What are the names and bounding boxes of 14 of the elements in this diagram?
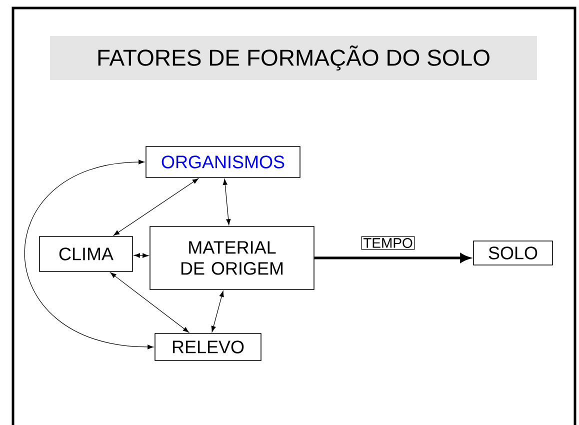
term-box: RELEVO <box>154 333 262 361</box>
edge-label: TEMPO <box>361 236 415 250</box>
term-box: MATERIAL DE ORIGEM <box>150 226 314 290</box>
term-box: SOLO <box>473 240 553 266</box>
arrow <box>110 272 190 333</box>
arrow <box>314 254 470 262</box>
title-band: FATORES DE FORMAÇÃO DO SOLO <box>50 36 537 80</box>
arrow <box>24 160 154 350</box>
arrow <box>211 290 224 332</box>
term-box: CLIMA <box>39 236 133 272</box>
term-box: ORGANISMOS <box>146 146 300 178</box>
arrow <box>134 253 149 258</box>
arrow <box>222 178 231 226</box>
arrow <box>113 178 199 236</box>
